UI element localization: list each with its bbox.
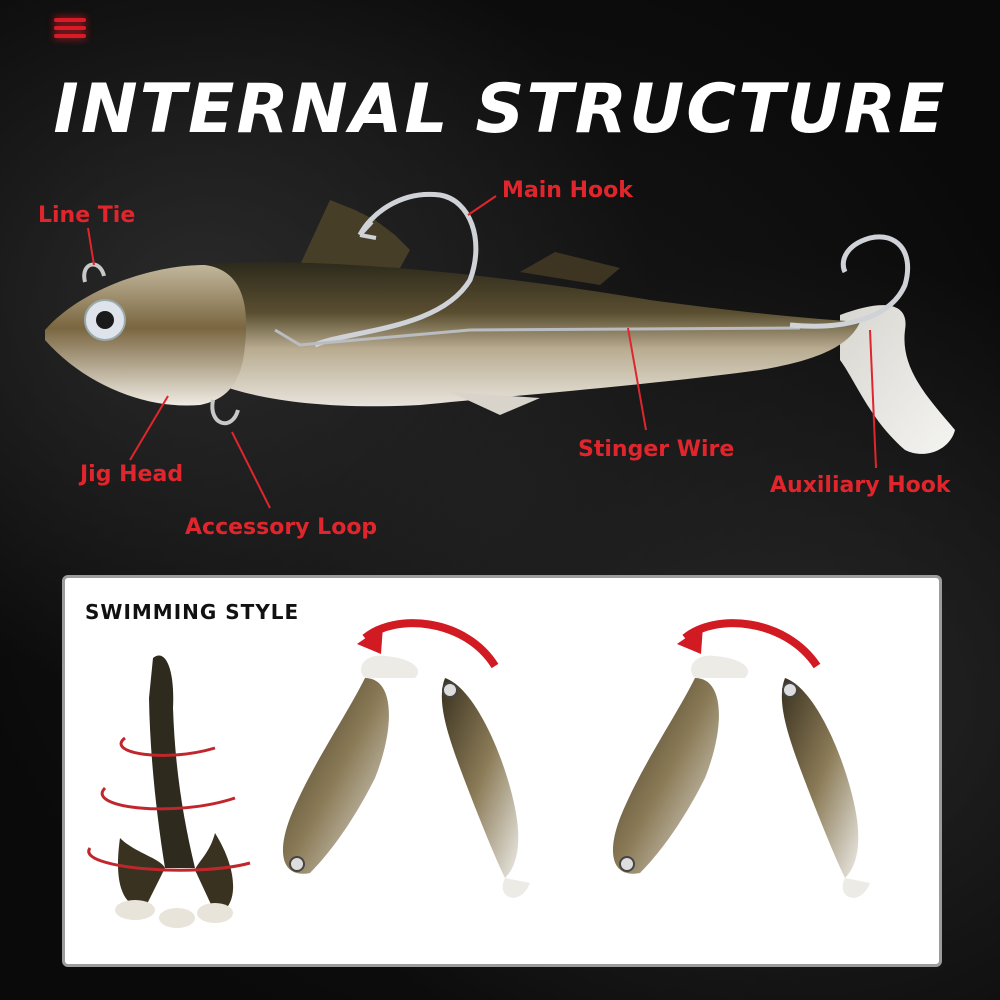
swimming-style-title: SWIMMING STYLE: [85, 600, 300, 624]
vertical-lure-tail-tip-right: [197, 903, 233, 923]
lure-body: [200, 262, 860, 407]
label-accessory-loop: Accessory Loop: [185, 515, 378, 540]
swimming-style-panel: SWIMMING STYLE: [62, 575, 942, 967]
lure-c-tail: [691, 655, 749, 678]
label-jig-head: Jig Head: [80, 462, 184, 487]
label-stinger-wire: Stinger Wire: [578, 437, 735, 462]
vertical-lure-tail-tip-left: [115, 900, 155, 920]
main-hook-shape: [314, 191, 479, 348]
vertical-lure-tail-right: [195, 833, 234, 913]
callout-lines: [87, 195, 877, 509]
eye-pupil: [96, 311, 114, 329]
lure-d-body: [781, 678, 859, 878]
spin-arrows: [87, 736, 251, 872]
vertical-lure-tail-tip-center: [159, 908, 195, 928]
accessory-loop-ring: [210, 399, 240, 426]
pelvic-fin: [450, 392, 540, 415]
jig-head-shape: [45, 265, 247, 406]
lure-c-body: [612, 678, 719, 874]
lure-b-tail: [502, 878, 530, 898]
main-hook-barb: [358, 220, 377, 240]
lure-a-eye: [289, 856, 305, 872]
swimming-lure-pair-2: [612, 655, 870, 898]
auxiliary-hook-shape: [789, 234, 911, 329]
line-tie-ring: [82, 262, 106, 283]
hamburger-menu-icon[interactable]: [54, 14, 86, 44]
lure-d-eye: [782, 682, 798, 698]
lure-b-eye: [442, 682, 458, 698]
swimming-lure-pair-1: [282, 655, 530, 898]
label-main-hook: Main Hook: [502, 178, 633, 203]
dorsal-fin-front: [300, 200, 410, 268]
lure-c-eye: [619, 856, 635, 872]
stinger-wire: [274, 326, 801, 347]
lure-a-tail: [361, 655, 419, 678]
label-line-tie: Line Tie: [38, 203, 136, 228]
swing-arrow-2-head: [677, 626, 703, 654]
lure-b-body: [441, 678, 519, 878]
label-auxiliary-hook: Auxiliary Hook: [770, 473, 951, 498]
vertical-lure-group: [87, 655, 251, 928]
dorsal-fin-rear: [520, 252, 620, 285]
vertical-lure-body: [149, 655, 195, 868]
swimming-illustration: [87, 619, 870, 928]
vertical-lure-tail-left: [117, 838, 165, 908]
swing-arrow-1-head: [357, 626, 383, 654]
tail-fin: [840, 305, 955, 454]
lure-a-body: [282, 678, 389, 874]
lure-d-tail: [842, 878, 870, 898]
page-title: INTERNAL STRUCTURE: [53, 70, 947, 149]
